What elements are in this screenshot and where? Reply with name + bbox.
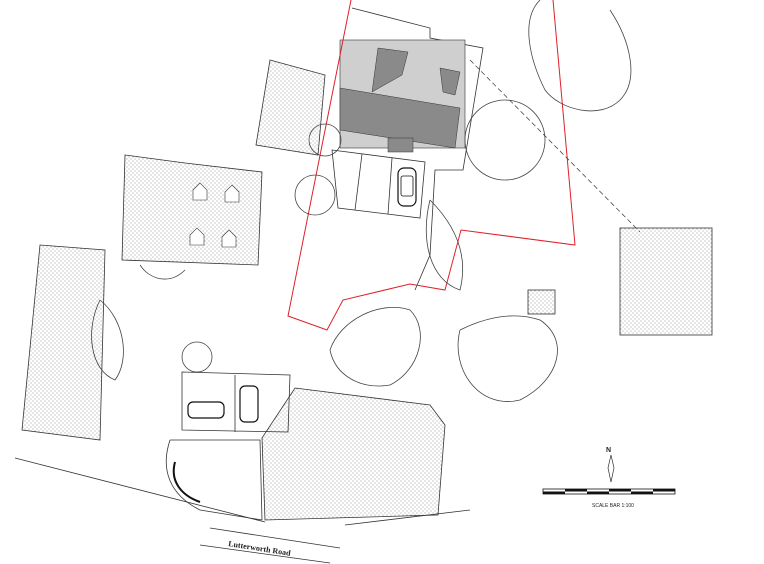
parking-bays <box>331 149 426 219</box>
dormers <box>189 182 240 248</box>
shed <box>527 289 556 315</box>
car-icon <box>187 401 225 419</box>
car-icon <box>397 167 417 207</box>
north-label: N <box>606 447 611 454</box>
building <box>255 59 326 156</box>
front-parking <box>181 371 291 433</box>
car-icon <box>239 385 259 423</box>
trees <box>91 0 632 402</box>
scale-bar-label: SCALE BAR 1:100 <box>592 503 634 509</box>
north-arrow: N <box>606 447 615 483</box>
plot-outline <box>351 7 484 291</box>
driveway-edge <box>172 461 201 503</box>
road <box>14 457 471 564</box>
site-boundary <box>287 0 576 331</box>
survey-line <box>469 59 641 233</box>
scale-bar: SCALE BAR 1:100 <box>542 488 676 509</box>
road-name: Lutterworth Road <box>228 539 292 558</box>
driveway <box>165 439 263 521</box>
main-house-roof <box>339 39 466 153</box>
building <box>261 387 446 521</box>
building <box>619 227 713 336</box>
building <box>121 154 263 266</box>
building <box>21 244 106 441</box>
